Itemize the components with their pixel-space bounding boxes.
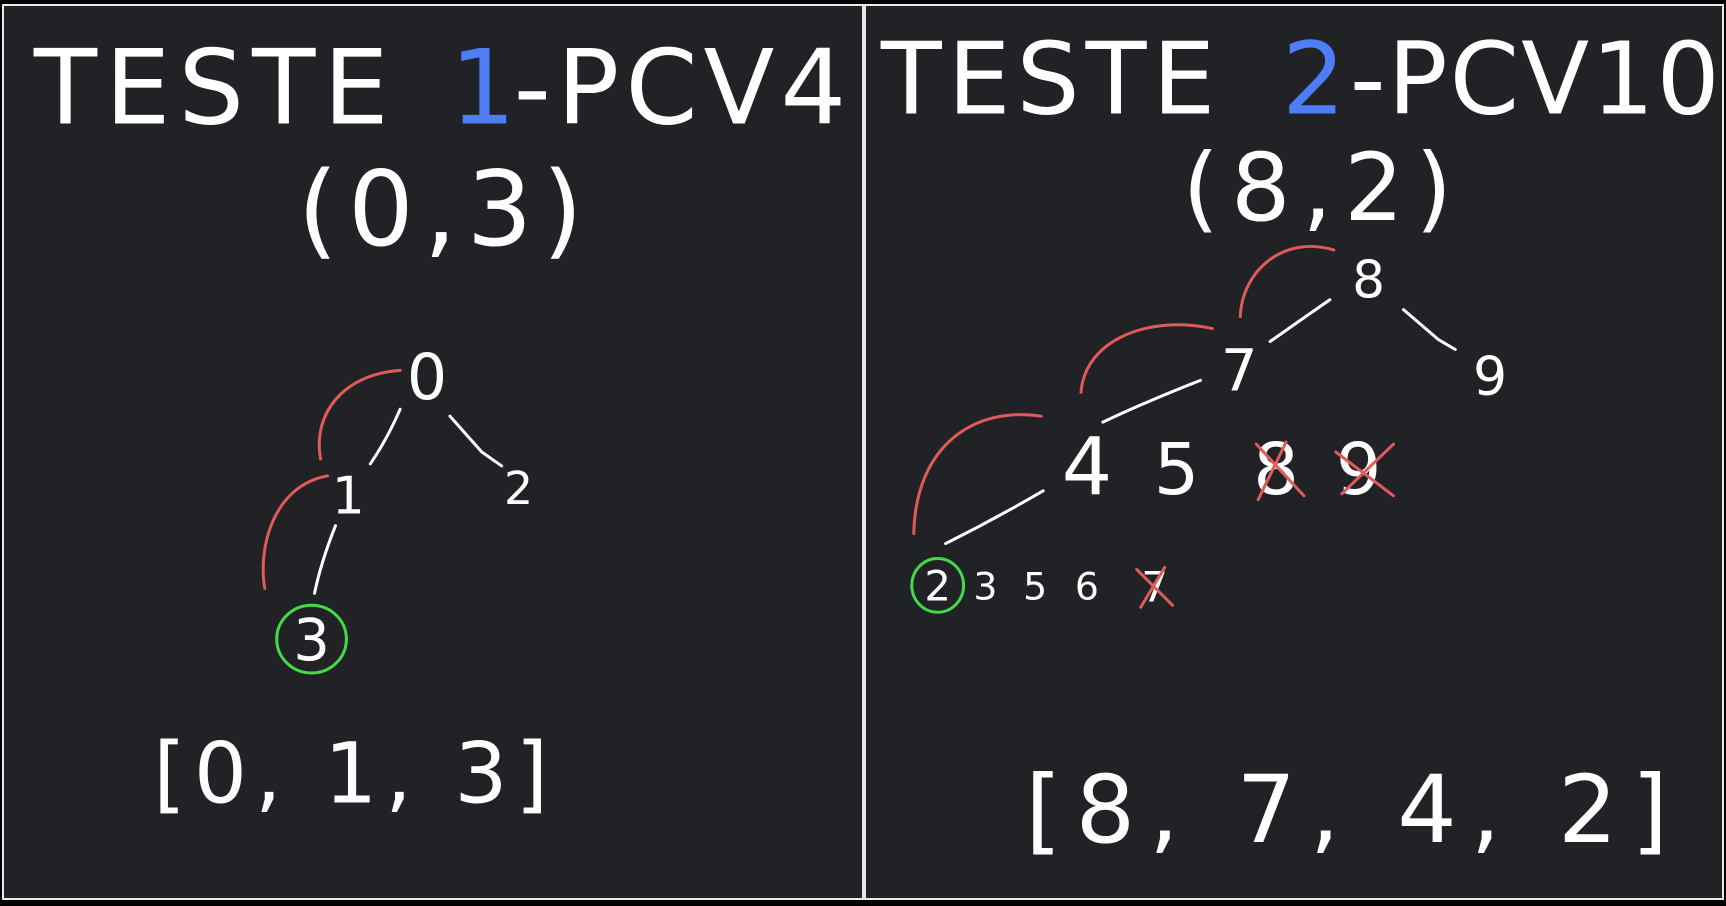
left-title-number: 1 [450,29,516,149]
left-edge-0-1 [368,407,402,466]
right-arc-8-7 [1238,244,1336,319]
right-node-mid: 7 [1221,336,1258,404]
left-node-root: 0 [407,341,448,415]
right-node-root: 8 [1352,251,1385,311]
right-node-goal: 2 [924,561,951,610]
left-panel: TESTE 1 -PCV4 (0,3) 0 1 2 3 [0, 1, 3] [2,4,864,900]
right-node-lvl3-3: 3 [973,564,997,608]
right-edge-8-9 [1401,308,1457,351]
right-cross-lvl2-8 [1254,440,1306,502]
right-node-lvl3-5: 5 [1023,564,1047,608]
right-panel: TESTE 2 -PCV10 (8,2) 8 9 7 4 5 8 9 [864,4,1724,900]
left-edge-1-3 [313,524,337,595]
right-cross-lvl3-7 [1135,565,1175,609]
right-arc-7-4 [1079,323,1214,394]
right-title-suffix: -PCV10 [1350,23,1722,138]
right-title-prefix: TESTE [880,23,1221,138]
left-arc-1-3 [261,474,329,590]
right-edge-8-7 [1268,298,1332,344]
left-node-goal: 3 [293,606,330,674]
right-whiteboard: TESTE 2 -PCV10 (8,2) 8 9 7 4 5 8 9 [880,23,1722,866]
right-tree-edges [944,298,1457,546]
right-node-lvl2-5: 5 [1154,427,1200,511]
left-edge-0-2 [448,414,504,468]
left-title-prefix: TESTE [33,29,397,149]
left-goal-circle [275,603,348,675]
right-title-number: 2 [1282,23,1345,138]
right-cross-lvl2-9 [1334,442,1396,498]
right-pair: (8,2) [1183,134,1464,243]
left-arc-0-1 [317,368,402,461]
right-edge-7-4 [1101,378,1202,424]
left-result-path: [0, 1, 3] [153,724,556,822]
right-node-lvl3-6: 6 [1075,564,1099,608]
left-node-right: 2 [504,462,533,515]
left-whiteboard: TESTE 1 -PCV4 (0,3) 0 1 2 3 [0, 1, 3] [33,29,853,823]
right-node-lvl2-4: 4 [1062,420,1113,513]
right-search-arcs [912,244,1336,536]
left-search-arcs [261,368,402,590]
left-title-suffix: -PCV4 [514,29,853,149]
left-node-mid: 1 [332,467,365,527]
right-arc-4-2 [912,413,1043,536]
right-edge-4-2 [944,489,1045,546]
left-tree-edges [313,407,504,595]
right-result-path: [8, 7, 4, 2] [1025,756,1682,865]
right-node-right: 9 [1473,344,1507,407]
right-goal-circle [910,557,966,614]
left-pair: (0,3) [298,150,593,270]
